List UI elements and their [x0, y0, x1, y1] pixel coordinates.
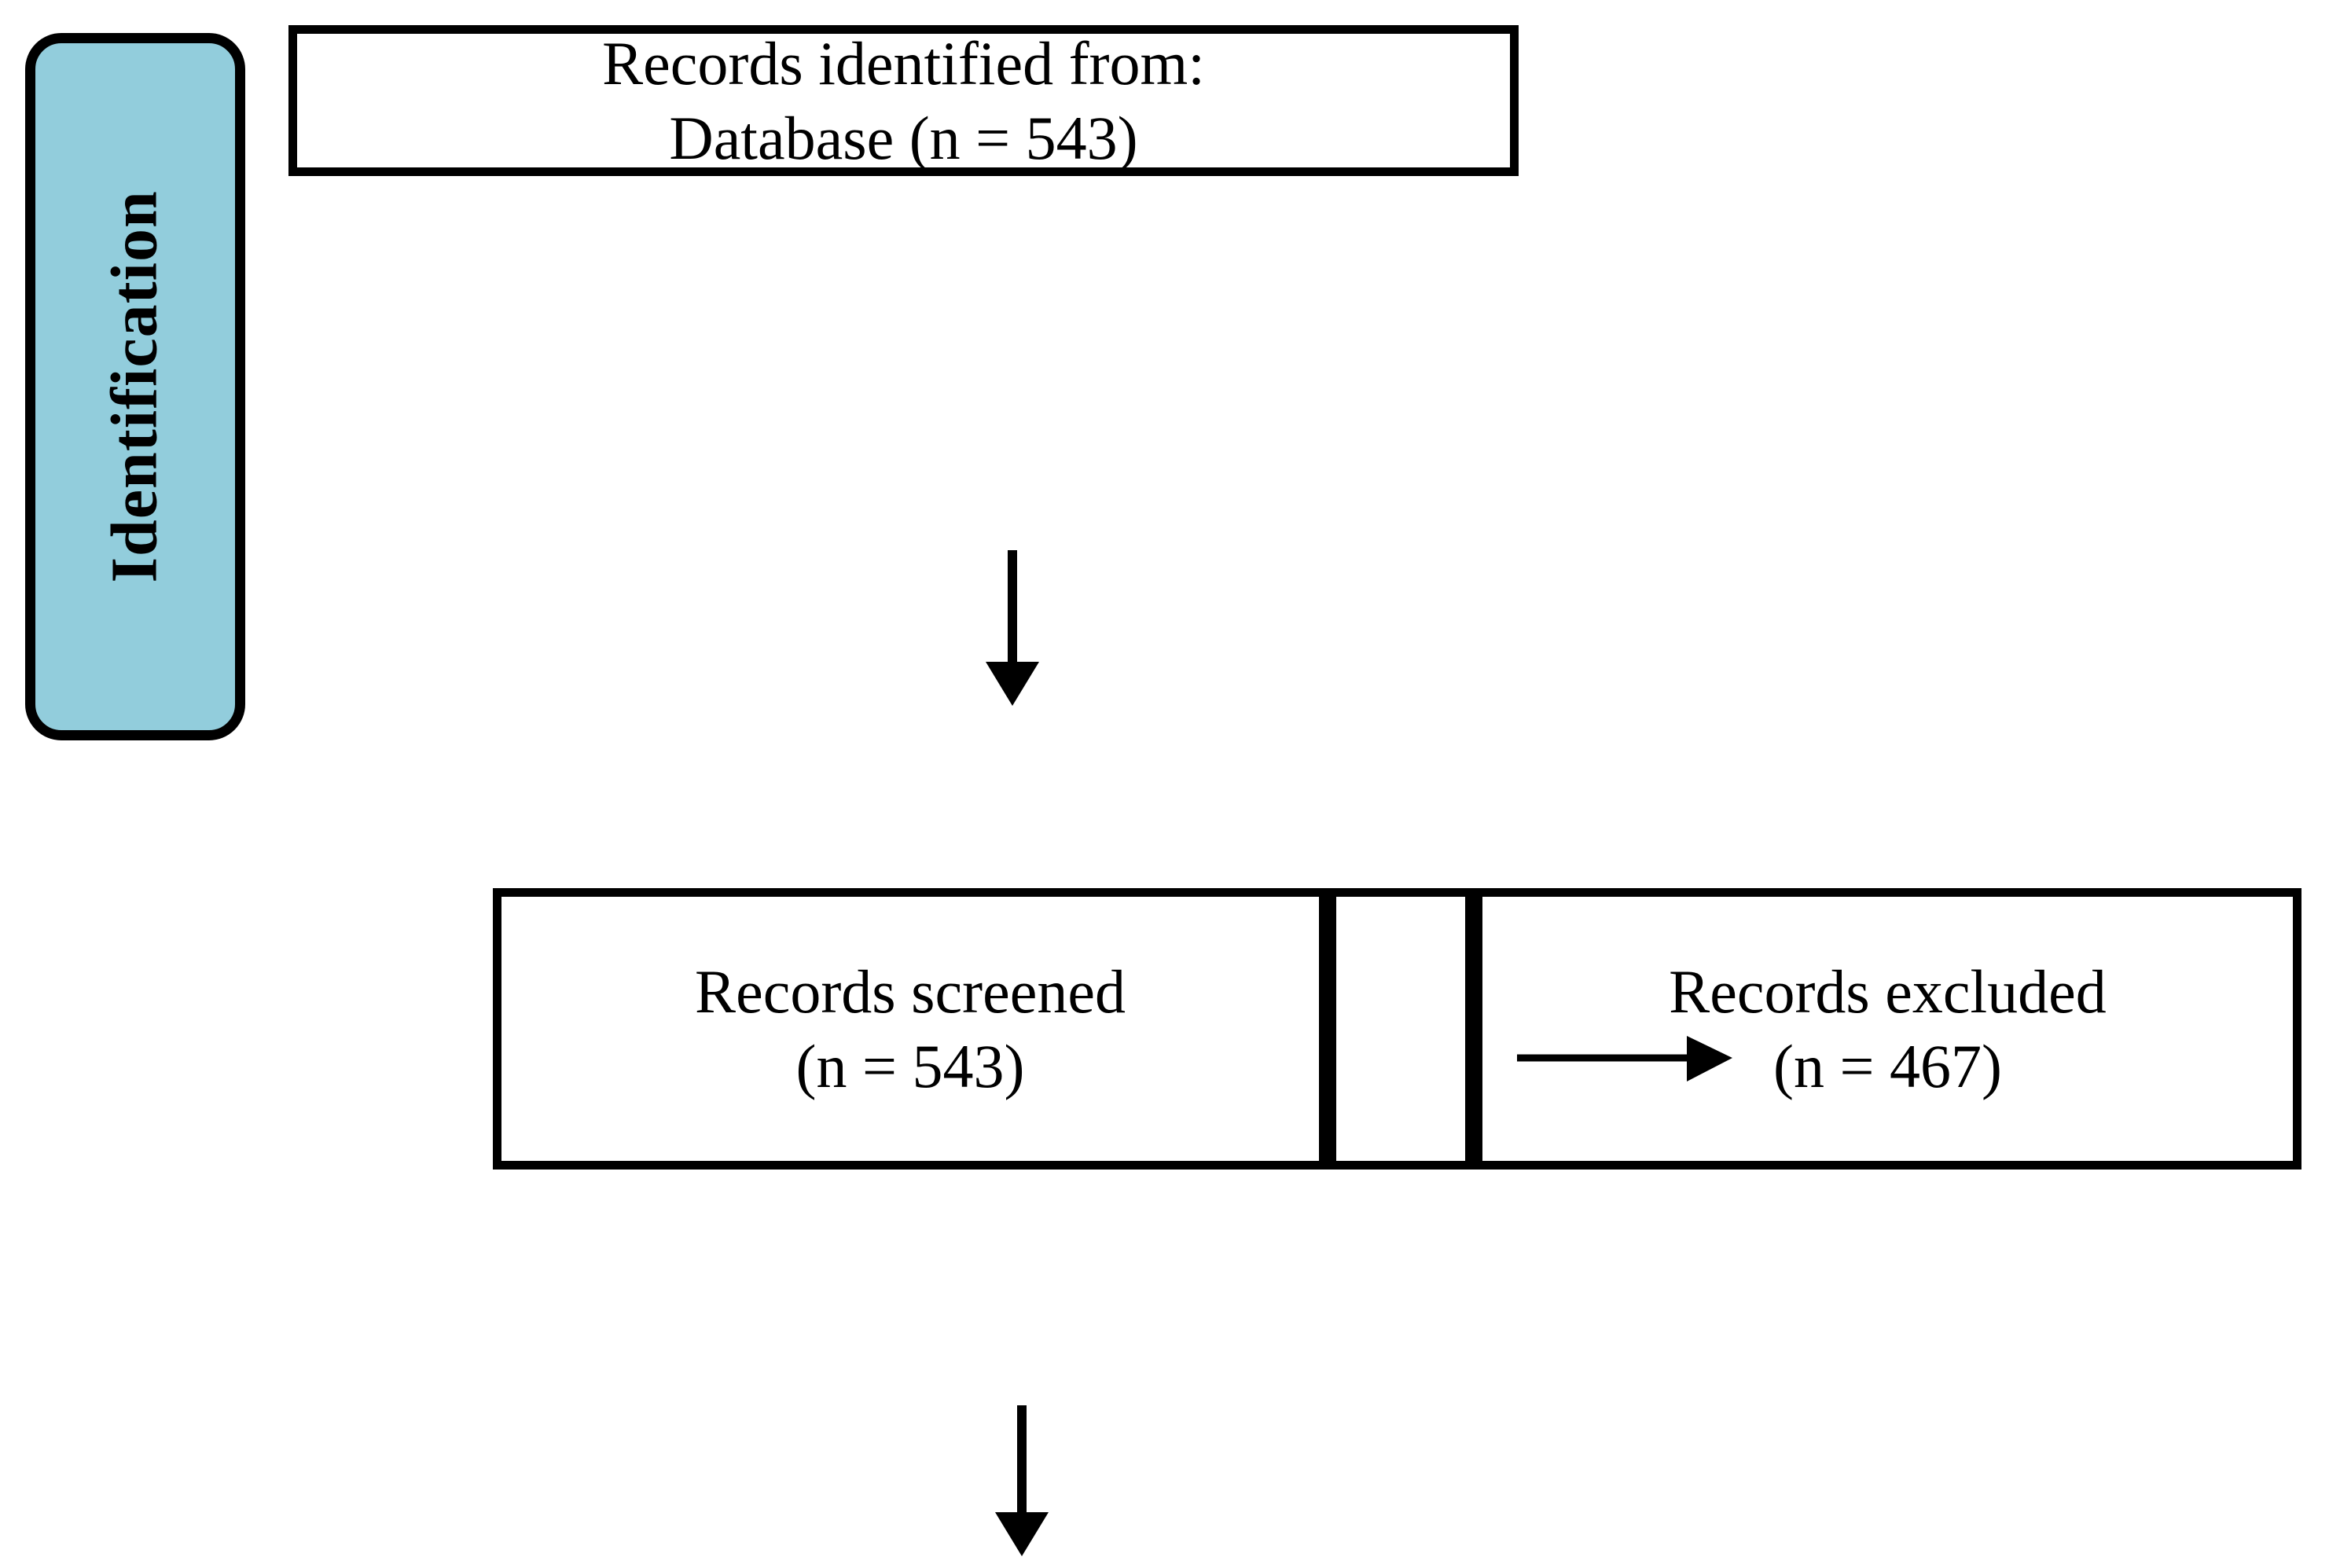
box-records-identified-line-2: Database (n = 543)	[669, 104, 1138, 172]
box-records-identified: Records identified from: Database (n = 5…	[288, 25, 1519, 176]
stage-label-identification: Identification	[25, 33, 245, 740]
arrow-down-glyph-2	[995, 1405, 1049, 1556]
connector-spacer-cell	[1328, 888, 1474, 1170]
box-records-screened-line-1: Records screened	[695, 957, 1126, 1026]
box-records-excluded: Records excluded (n = 467)	[1474, 888, 2301, 1170]
arrow-right-icon-screened-to-excluded	[1517, 1022, 1745, 1100]
arrow-down-icon-screened-to-next	[983, 1405, 1061, 1562]
stage-label-identification-text: Identification	[98, 190, 171, 583]
box-records-screened: Records screened (n = 543)	[493, 888, 1328, 1170]
box-records-excluded-line-1: Records excluded	[1669, 957, 2107, 1026]
arrow-right-glyph	[1517, 1036, 1732, 1081]
arrow-down-glyph	[986, 550, 1039, 706]
arrow-down-icon-identified-to-screened	[973, 550, 1052, 707]
box-records-identified-line-1: Records identified from:	[602, 28, 1205, 97]
box-records-screened-line-2: (n = 543)	[795, 1032, 1025, 1100]
box-records-excluded-line-2: (n = 467)	[1773, 1032, 2002, 1100]
